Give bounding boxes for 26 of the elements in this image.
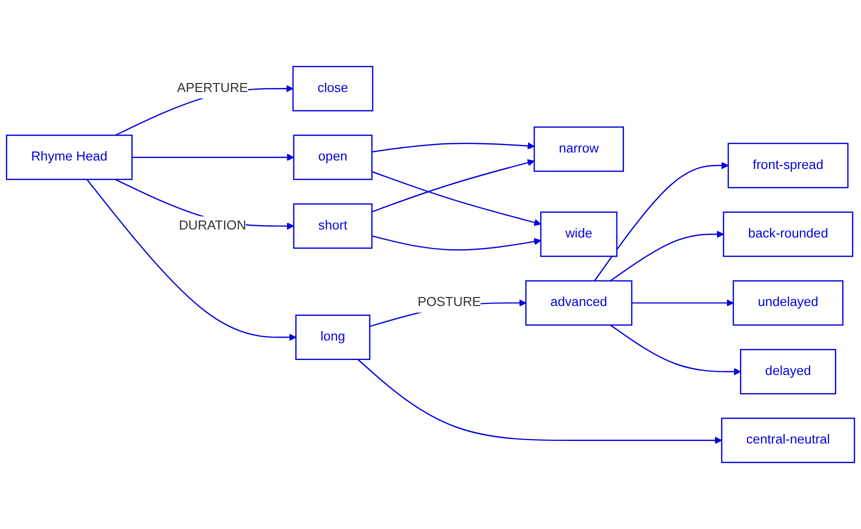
- arrow: [372, 235, 542, 251]
- node-box: narrow: [534, 126, 624, 172]
- node-box: short: [293, 203, 373, 249]
- arrow: [372, 171, 542, 226]
- node-box: undelayed: [732, 280, 844, 326]
- edge-label: DURATION: [178, 218, 246, 233]
- node-box: Rhyme Head: [6, 134, 133, 180]
- node-box: central-neutral: [721, 418, 856, 464]
- node-box: back-rounded: [722, 212, 854, 257]
- arrow: [610, 324, 741, 376]
- edge-label: APERTURE: [176, 81, 248, 96]
- arrow: [357, 358, 722, 444]
- node-box: advanced: [525, 280, 632, 326]
- arrow: [132, 154, 294, 161]
- node-box: delayed: [740, 348, 836, 394]
- arrow: [610, 230, 724, 282]
- arrow: [632, 299, 734, 307]
- node-box: close: [292, 66, 374, 112]
- node-box: open: [293, 134, 373, 180]
- arrow: [594, 162, 729, 282]
- arrow: [372, 159, 535, 212]
- arrow: [372, 142, 535, 152]
- node-box: wide: [540, 212, 618, 257]
- edge-label: POSTURE: [418, 296, 481, 310]
- node-box: long: [295, 314, 370, 360]
- node-box: front-spread: [728, 142, 849, 188]
